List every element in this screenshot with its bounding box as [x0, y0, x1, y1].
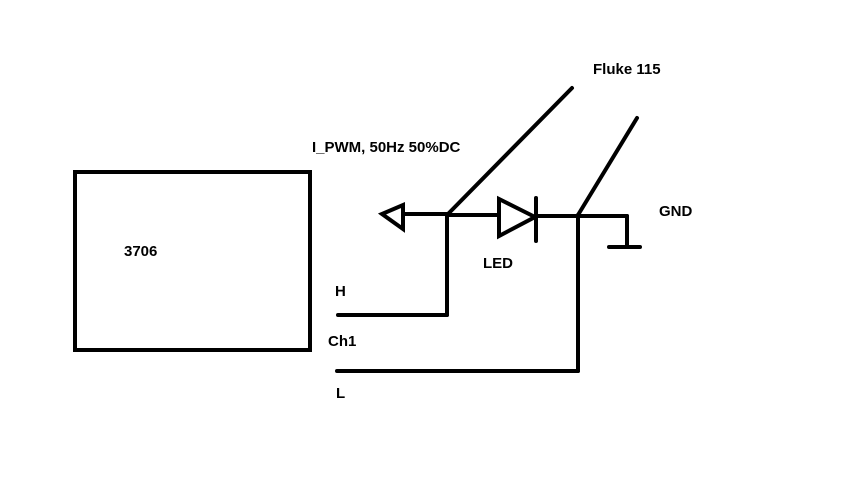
meter-label: Fluke 115 — [593, 61, 661, 78]
device-box — [73, 170, 312, 352]
device-label: 3706 — [124, 243, 158, 260]
channel-label: Ch1 — [328, 333, 357, 350]
high-lead-label: H — [335, 283, 346, 300]
led-diode-icon — [497, 195, 540, 240]
led-label: LED — [483, 255, 513, 272]
signal-arrow-icon — [377, 201, 405, 233]
signal-label: I_PWM, 50Hz 50%DC — [312, 139, 461, 156]
meter-probe-right — [576, 116, 639, 217]
meter-probe-left — [445, 86, 574, 217]
low-lead-label: L — [336, 385, 346, 402]
ground-label: GND — [659, 203, 693, 220]
